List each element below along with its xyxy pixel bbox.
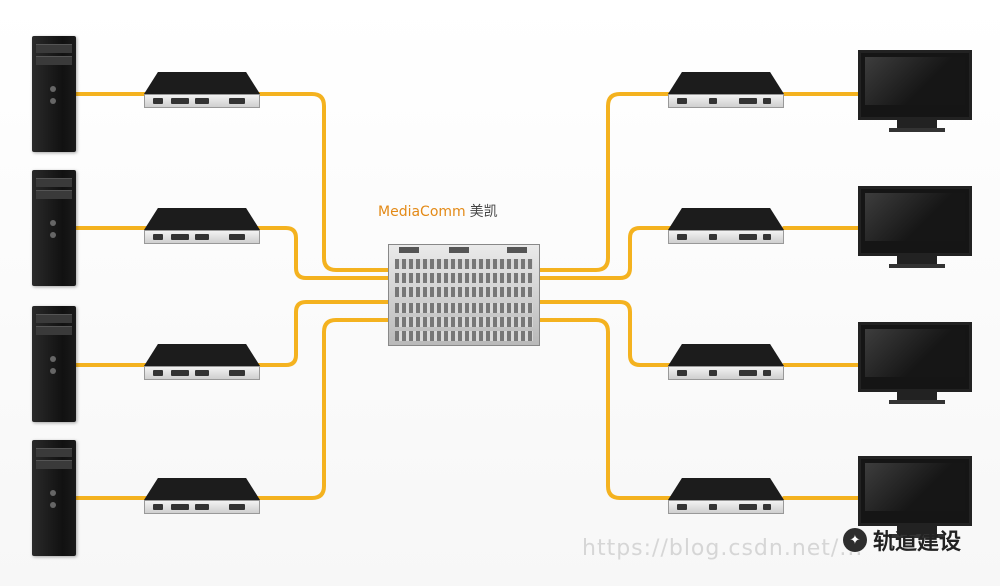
computer-4 — [32, 440, 76, 556]
watermark-url: https://blog.csdn.net/... — [582, 536, 864, 561]
kvm-transmitter-4 — [144, 478, 260, 516]
wechat-badge: ✦ 轨道建设 — [843, 524, 961, 556]
cable-rx-1 — [536, 92, 674, 272]
brand-name: MediaComm — [378, 204, 466, 220]
kvm-receiver-3 — [668, 344, 784, 382]
wechat-icon: ✦ — [843, 528, 867, 552]
cable-tx-3 — [256, 300, 392, 367]
cable-rx-3 — [536, 300, 674, 367]
brand-chinese: 美凯 — [469, 204, 498, 220]
kvm-transmitter-1 — [144, 72, 260, 110]
monitor-1 — [858, 50, 972, 132]
kvm-receiver-1 — [668, 72, 784, 110]
badge-text: 轨道建设 — [873, 530, 962, 555]
monitor-2 — [858, 186, 972, 268]
computer-1 — [32, 36, 76, 152]
kvm-receiver-2 — [668, 208, 784, 246]
monitor-4 — [858, 456, 972, 538]
monitor-3 — [858, 322, 972, 404]
computer-3 — [32, 306, 76, 422]
kvm-transmitter-2 — [144, 208, 260, 246]
cable-rx-4 — [536, 318, 674, 500]
computer-2 — [32, 170, 76, 286]
kvm-transmitter-3 — [144, 344, 260, 382]
cable-rx-2 — [536, 226, 674, 280]
cable-tx-2 — [256, 226, 392, 280]
cable-tx-1 — [256, 92, 392, 272]
kvm-matrix-switch — [388, 244, 540, 346]
cable-tx-4 — [256, 318, 392, 500]
kvm-receiver-4 — [668, 478, 784, 516]
